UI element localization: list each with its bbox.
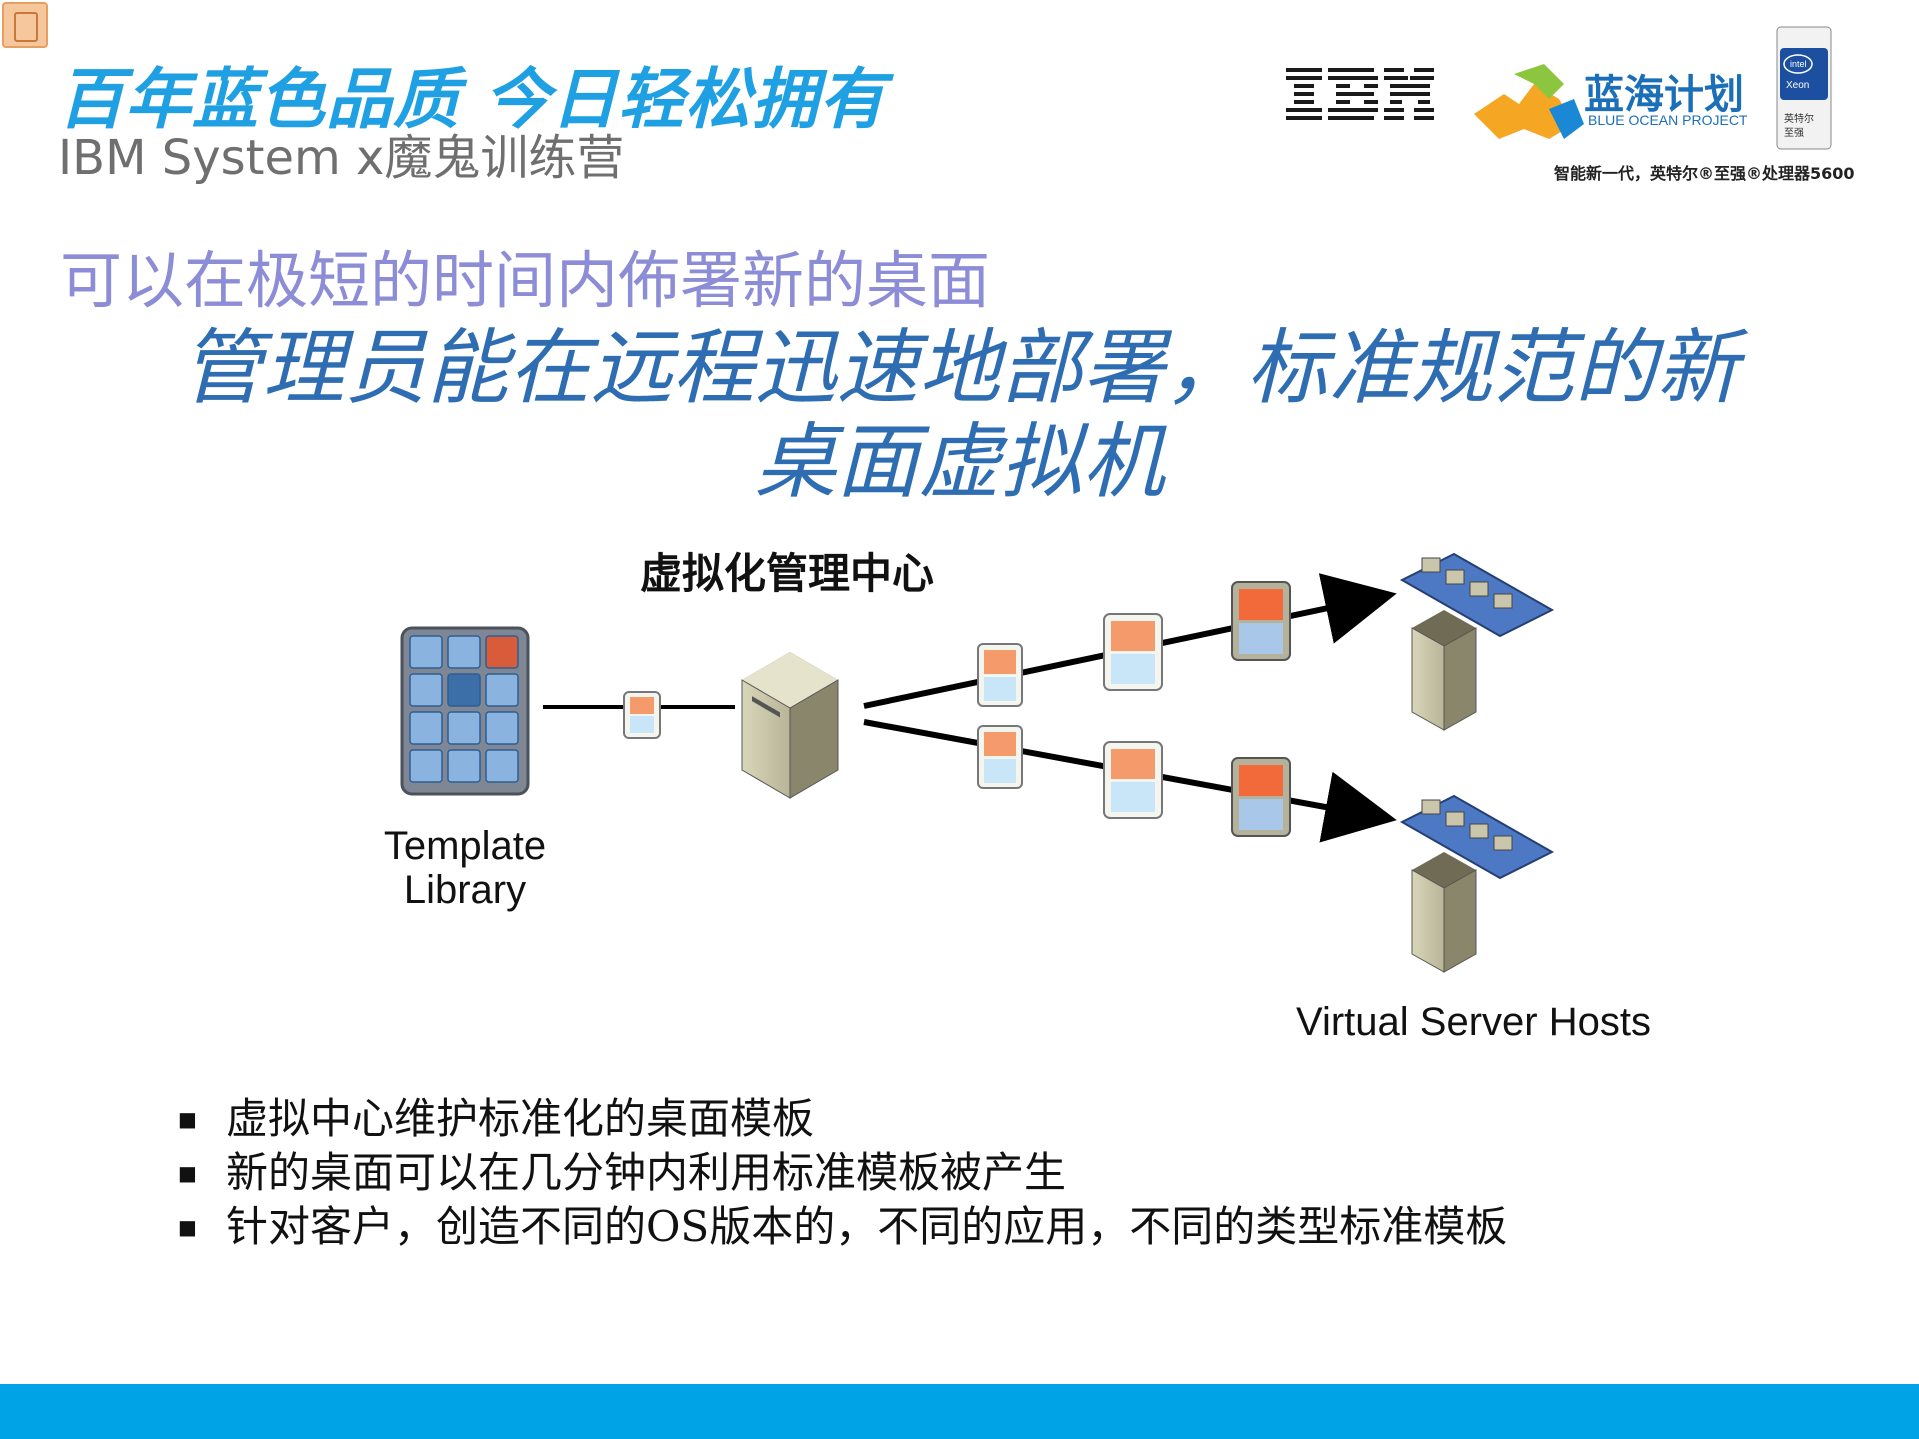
vm-icon-small <box>623 691 661 739</box>
headline-line-2: 桌面虚拟机 <box>754 415 1165 510</box>
blue-ocean-logo-en: BLUE OCEAN PROJECT <box>1588 112 1748 128</box>
ibm-logo <box>1286 68 1434 120</box>
vm-icon <box>1103 613 1163 691</box>
intel-tagline: 智能新一代，英特尔®至强®处理器5600 <box>1554 164 1855 183</box>
template-library-label: Template Library <box>380 824 550 912</box>
vm-icon <box>1103 741 1163 819</box>
management-center-label: 虚拟化管理中心 <box>640 549 935 598</box>
svg-text:至强: 至强 <box>1784 127 1804 139</box>
management-server-icon <box>741 652 839 799</box>
virtual-server-hosts-label: Virtual Server Hosts <box>1296 1000 1651 1044</box>
headline-line-1: 管理员能在远程迅速地部署，标准规范的新 <box>180 321 1739 416</box>
template-label-line-1: Template <box>383 824 547 868</box>
svg-text:intel: intel <box>1790 59 1807 69</box>
slide-subtitle: 可以在极短的时间内佈署新的桌面 <box>60 244 991 317</box>
vm-icon <box>1231 581 1291 661</box>
virtual-server-host-icon <box>1399 552 1555 731</box>
svg-text:英特尔: 英特尔 <box>1784 112 1814 125</box>
svg-text:Xeon: Xeon <box>1786 80 1809 91</box>
vm-icon <box>977 643 1023 707</box>
template-library-icon <box>400 626 530 796</box>
slogan: 百年蓝色品质 今日轻松拥有 <box>58 61 886 138</box>
bullet-item: 针对客户，创造不同的OS版本的，不同的应用，不同的类型标准模板 <box>178 1200 1507 1254</box>
corner-page-icon[interactable] <box>2 2 48 48</box>
vm-icons <box>623 581 1291 837</box>
blue-ocean-puzzle-icon <box>1474 64 1584 139</box>
footer-bar <box>0 1384 1919 1439</box>
subbrand-title: IBM System x魔鬼训练营 <box>58 130 625 186</box>
vm-icon <box>1231 757 1291 837</box>
bullet-item: 虚拟中心维护标准化的桌面模板 <box>178 1092 1507 1146</box>
virtual-server-host-icon <box>1399 794 1555 973</box>
intel-xeon-badge: intel Xeon 英特尔 至强 <box>1776 26 1832 150</box>
slide-headline: 管理员能在远程迅速地部署，标准规范的新 桌面虚拟机 <box>0 322 1919 510</box>
template-label-line-2: Library <box>403 868 527 912</box>
bullet-list: 虚拟中心维护标准化的桌面模板 新的桌面可以在几分钟内利用标准模板被产生 针对客户… <box>178 1092 1507 1254</box>
vm-icon <box>977 725 1023 789</box>
blue-ocean-logo-cn: 蓝海计划 <box>1584 72 1744 118</box>
bullet-item: 新的桌面可以在几分钟内利用标准模板被产生 <box>178 1146 1507 1200</box>
